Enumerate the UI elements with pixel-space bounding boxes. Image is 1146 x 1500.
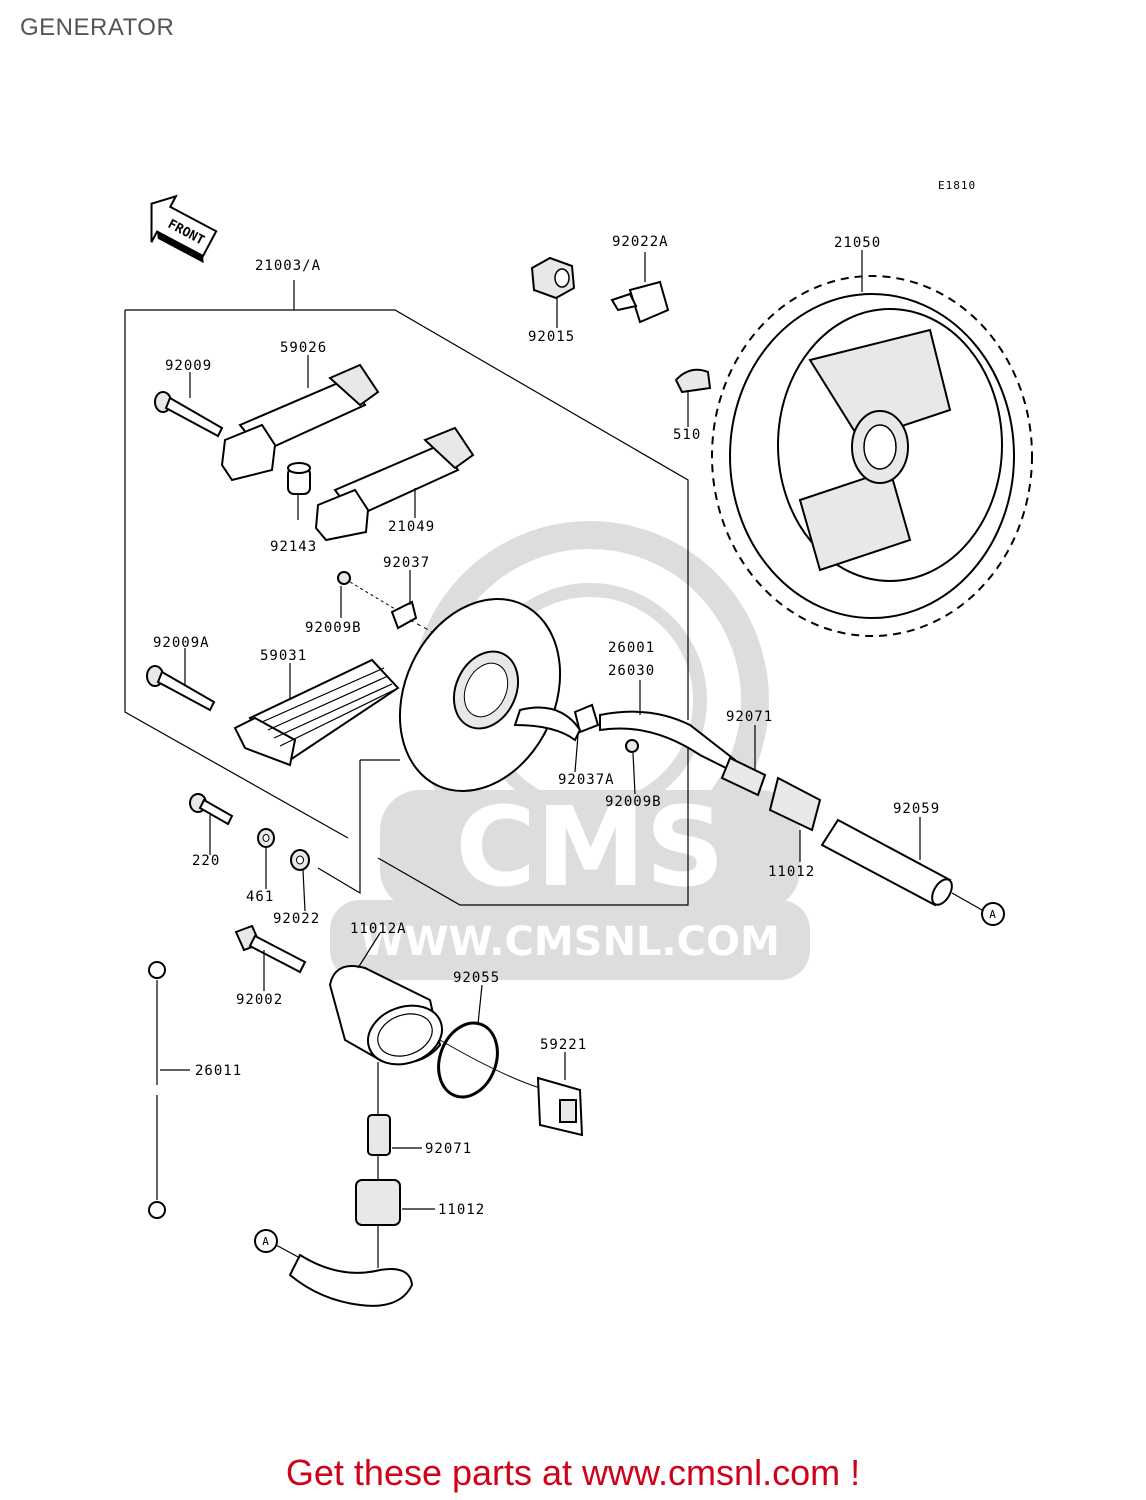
label-92009B: 92009B	[305, 620, 362, 636]
nut-11012	[768, 776, 822, 832]
rectifier-59026	[220, 363, 380, 482]
lockwasher-92022A	[610, 252, 670, 324]
label-11012A: 11012A	[350, 921, 407, 937]
label-11012-2: 11012	[438, 1202, 485, 1218]
label-92071-2: 92071	[425, 1141, 472, 1157]
connector-ref-a-lower-label: A	[262, 1235, 270, 1248]
washer-461	[257, 828, 275, 848]
shop-link[interactable]: Get these parts at www.cmsnl.com !	[285, 1452, 861, 1493]
connector-59221	[439, 1039, 584, 1137]
label-461: 461	[246, 889, 274, 905]
cover-11012A	[328, 965, 443, 1066]
connector-ref-a-label: A	[989, 908, 997, 921]
label-21049: 21049	[388, 519, 435, 535]
label-21003A: 21003/A	[255, 258, 321, 274]
label-92143: 92143	[270, 539, 317, 555]
connector-ref-a: A	[951, 892, 1005, 926]
flywheel-21050	[711, 275, 1033, 637]
label-59221: 59221	[540, 1037, 587, 1053]
lower-cable	[288, 1062, 414, 1307]
label-92055: 92055	[453, 970, 500, 986]
bolt-92009A	[146, 665, 216, 712]
grommet-92071	[720, 756, 767, 797]
regulator-59031	[233, 658, 400, 767]
watermark: CMS WWW.CMSNL.COM	[330, 521, 810, 980]
connector-ref-a-lower: A	[254, 1229, 301, 1259]
label-92009B-2: 92009B	[605, 794, 662, 810]
washer-92022	[290, 849, 310, 871]
label-92009: 92009	[165, 358, 212, 374]
stator-26001	[398, 597, 562, 793]
label-92009A: 92009A	[153, 635, 210, 651]
front-arrow-icon: FRONT	[150, 194, 218, 264]
label-26030: 26030	[608, 663, 655, 679]
nut-92015	[530, 256, 576, 300]
parts-diagram: CMS WWW.CMSNL.COM E1810 FRONT	[124, 179, 1033, 1307]
lead-26011	[148, 961, 166, 1219]
label-92037A: 92037A	[558, 772, 615, 788]
label-26001: 26001	[608, 640, 655, 656]
group-bracket	[124, 280, 689, 906]
bolt-92009	[154, 391, 224, 438]
watermark-url: WWW.CMSNL.COM	[360, 919, 780, 965]
label-92037: 92037	[383, 555, 430, 571]
tube-92059	[820, 818, 953, 907]
collar-92143	[287, 462, 311, 495]
label-59031: 59031	[260, 648, 307, 664]
label-21050: 21050	[834, 235, 881, 251]
label-26011: 26011	[195, 1063, 242, 1079]
rectifier-21049	[314, 426, 475, 542]
bolt-220	[189, 793, 234, 826]
leader-lines	[160, 250, 921, 1210]
part-labels: 21003/A 59026 92009 92143 21049 92037 92…	[153, 234, 940, 1218]
label-11012: 11012	[768, 864, 815, 880]
label-220: 220	[192, 853, 220, 869]
diagram-ref-code: E1810	[938, 179, 976, 192]
label-92022: 92022	[273, 911, 320, 927]
key-510	[674, 368, 712, 394]
page-title: GENERATOR	[20, 14, 175, 41]
watermark-logo: CMS	[455, 783, 724, 911]
screw-92009B	[337, 571, 401, 613]
label-92059: 92059	[893, 801, 940, 817]
label-92071: 92071	[726, 709, 773, 725]
label-510: 510	[673, 427, 701, 443]
label-92002: 92002	[236, 992, 283, 1008]
label-92015: 92015	[528, 329, 575, 345]
harness-26030	[599, 710, 742, 777]
label-92022A: 92022A	[612, 234, 669, 250]
screw-92009B-2	[625, 739, 639, 753]
label-59026: 59026	[280, 340, 327, 356]
bolt-92002	[234, 924, 307, 974]
